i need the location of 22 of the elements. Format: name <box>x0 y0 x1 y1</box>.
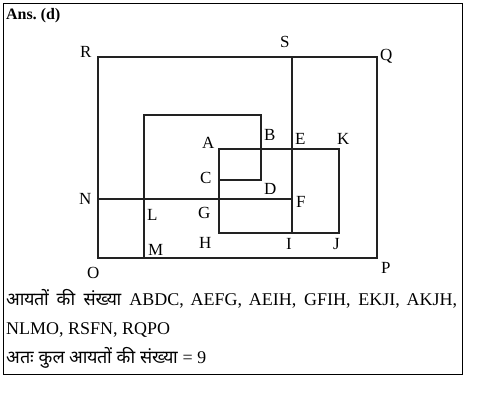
point-label: P <box>381 259 390 276</box>
rectangle-list-text: आयतों की संख्या ABDC, AEFG, AEIH, GFIH, EKJI, AKJH, NLMO, RSFN, RQPO <box>6 288 457 340</box>
point-label: I <box>286 235 292 252</box>
point-label: H <box>199 234 212 251</box>
point-label: N <box>79 190 92 207</box>
point-label: O <box>87 264 100 281</box>
point-label: B <box>264 126 276 143</box>
answer-heading: Ans. (d) <box>6 6 60 24</box>
point-label: K <box>337 130 350 147</box>
total-count-text: अतः कुल आयतों की संख्या = 9 <box>6 346 208 370</box>
point-label: J <box>333 235 340 252</box>
point-label: Q <box>380 46 392 63</box>
point-label: F <box>296 193 306 210</box>
point-label: C <box>200 169 212 186</box>
point-label: M <box>148 241 164 258</box>
point-label: R <box>80 43 92 60</box>
point-label: D <box>264 180 276 197</box>
point-label: A <box>202 134 214 151</box>
point-label: L <box>147 206 158 223</box>
point-label: G <box>198 204 210 221</box>
point-label: S <box>280 33 290 50</box>
point-label: E <box>295 130 306 147</box>
